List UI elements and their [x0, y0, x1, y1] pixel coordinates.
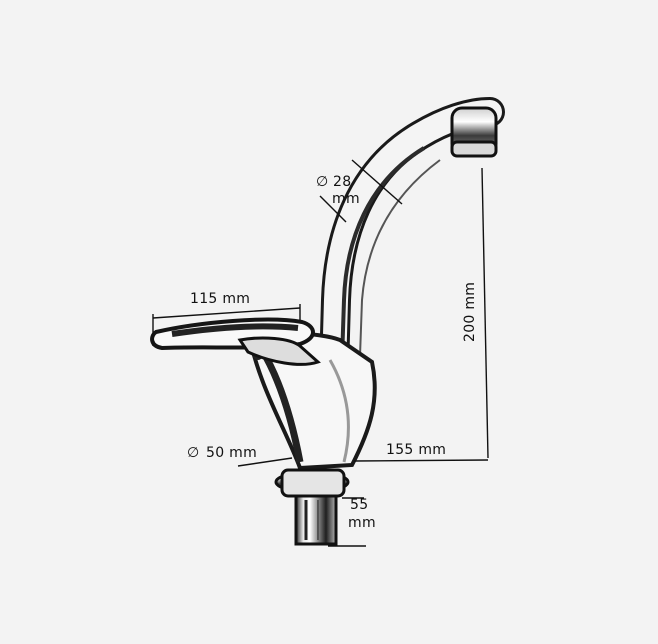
spout-diameter-symbol: ∅	[316, 174, 329, 190]
faucet-illustration	[150, 97, 505, 546]
reach-label: 155 mm	[386, 442, 446, 458]
shank	[294, 494, 338, 546]
lever-joint	[237, 336, 321, 366]
base-diameter-symbol: ∅	[187, 445, 200, 461]
dimension-lines	[152, 159, 489, 547]
shank-length-unit: mm	[348, 515, 376, 531]
dimension-labels: ∅ 28 mm 115 mm ∅ 50 mm 155 mm 200 mm 55 …	[187, 174, 478, 531]
shank-length-value: 55	[350, 497, 368, 513]
base-diameter-value: 50 mm	[206, 445, 257, 461]
spout-diameter-value: 28	[333, 174, 351, 190]
base-ring	[280, 468, 346, 498]
handle-length-label: 115 mm	[190, 291, 250, 307]
body-shadow-right	[328, 359, 350, 463]
reach-line	[353, 459, 489, 462]
handle-length-line	[152, 307, 301, 319]
height-line	[481, 167, 489, 459]
spout-highlight	[340, 146, 426, 361]
base-diameter-line	[237, 457, 293, 467]
lever-shade	[171, 323, 299, 337]
aerator-tip	[450, 140, 498, 158]
height-label: 200 mm	[462, 282, 478, 342]
spout-diameter-line-a	[351, 159, 403, 205]
spout-shadow-line	[359, 159, 441, 357]
spout-diameter-line-b	[319, 195, 347, 223]
spout-diameter-unit: mm	[332, 191, 360, 207]
